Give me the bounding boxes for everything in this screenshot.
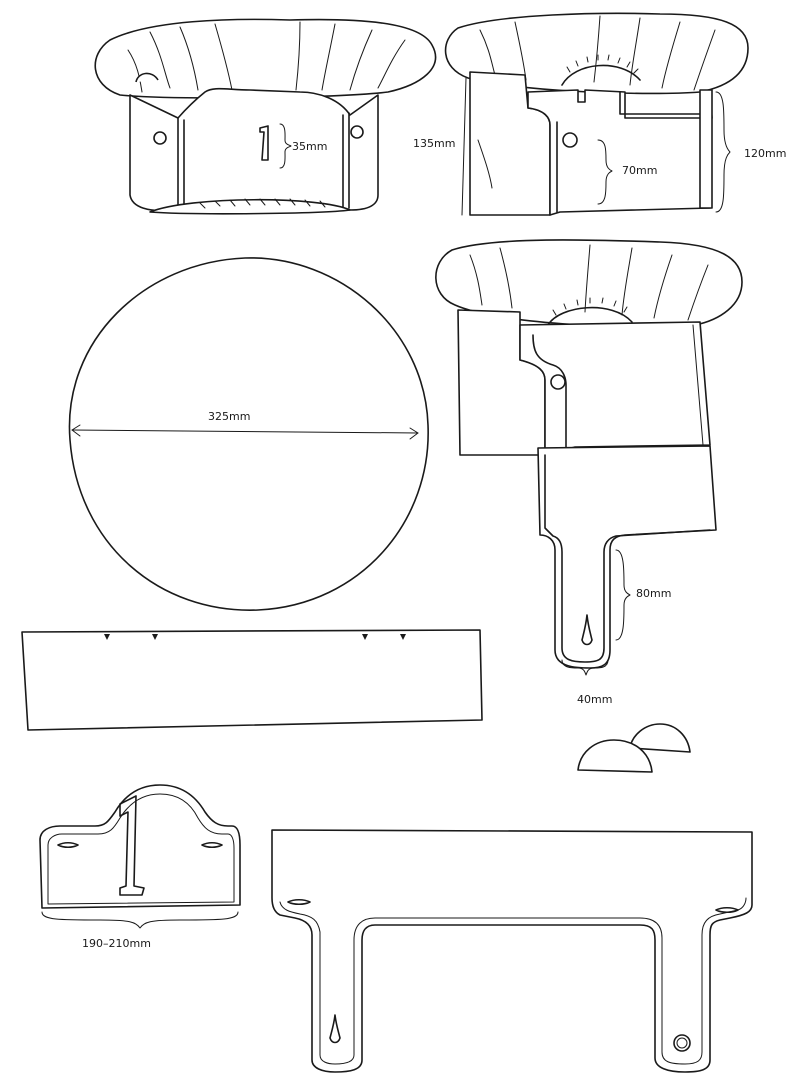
crown-circle-piece: 325mm: [68, 257, 429, 611]
cap-side-view: 135mm 120mm 70mm: [413, 12, 786, 216]
front-badge-piece: 1 190–210mm: [39, 784, 241, 950]
cap-front-view: 35mm: [94, 18, 437, 215]
back-height-label: 120mm: [744, 147, 786, 160]
side-flap-height-label: 70mm: [622, 164, 657, 177]
tail-width-label: 40mm: [577, 693, 612, 706]
cap-with-tail-view: 80mm 40mm: [435, 239, 743, 706]
tail-length-label: 80mm: [636, 587, 671, 600]
crown-diameter-label: 325mm: [208, 410, 250, 423]
ear-flap-pieces: [577, 723, 691, 773]
side-total-height-label: 135mm: [413, 137, 455, 150]
front-badge-height-label: 35mm: [292, 140, 327, 153]
back-tails-piece: [271, 829, 753, 1073]
band-strip-piece: [21, 629, 483, 731]
front-width-label: 190–210mm: [82, 937, 151, 950]
